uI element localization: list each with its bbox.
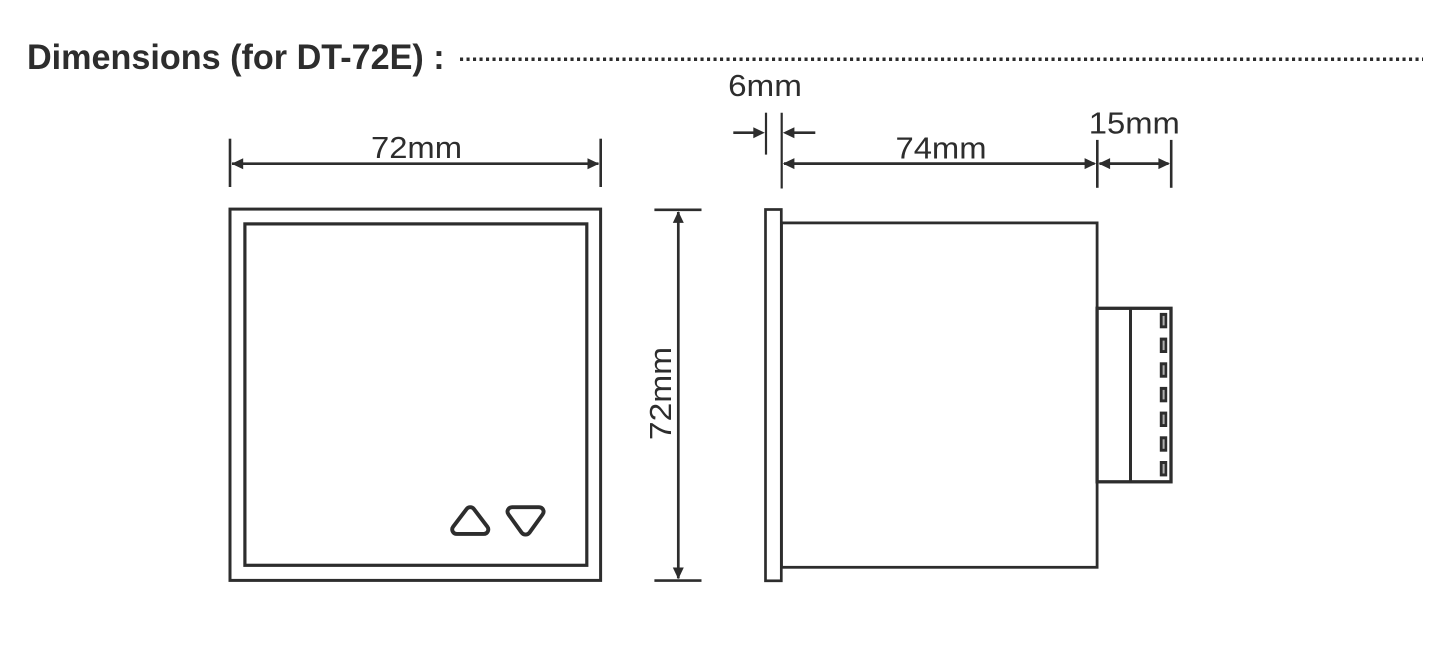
svg-text:72mm: 72mm: [643, 347, 677, 440]
svg-text:72mm: 72mm: [371, 130, 462, 165]
svg-text:15mm: 15mm: [1089, 106, 1180, 141]
svg-text:Dimensions (for DT-72E) :: Dimensions (for DT-72E) :: [27, 38, 445, 78]
svg-text:6mm: 6mm: [728, 68, 802, 102]
svg-text:74mm: 74mm: [895, 131, 986, 166]
